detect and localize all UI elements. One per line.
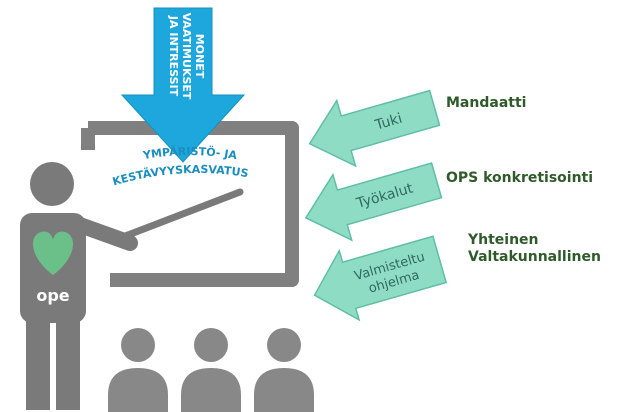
- side-arrow-tyokalut: Työkalut: [304, 162, 443, 242]
- student-2-head: [194, 328, 228, 362]
- top-arrow-line-1: MONET: [193, 34, 206, 79]
- title-yhteinen: Yhteinen: [468, 232, 539, 248]
- side-arrow-valmisteltu: Valmisteltu ohjelma: [313, 235, 448, 322]
- top-arrow-line-2: VAATIMUKSET: [180, 13, 193, 100]
- teacher-head: [30, 162, 74, 206]
- student-1-body: [108, 368, 168, 412]
- teacher-figure: ope: [20, 162, 138, 410]
- top-arrow-line-3: JA INTRESSIT: [167, 15, 180, 97]
- audience: [108, 328, 314, 412]
- student-1-head: [121, 328, 155, 362]
- title-ops-konkretisointi: OPS konkretisointi: [446, 170, 594, 186]
- student-3-body: [254, 368, 314, 412]
- board-text-line-1: YMPÄRISTÖ- JA: [141, 144, 238, 162]
- student-3-head: [267, 328, 301, 362]
- heart-icon: [32, 231, 74, 275]
- board-text-line-2: KESTÄVYYSKASVATUS: [111, 163, 250, 188]
- pointer-stick: [116, 188, 244, 242]
- side-arrow-tuki: Tuki: [308, 89, 441, 168]
- teacher-label: ope: [36, 286, 69, 305]
- side-arrow-tuki-text: Tuki: [372, 111, 404, 134]
- title-valtakunnallinen: Valtakunnallinen: [468, 249, 601, 265]
- student-2-body: [181, 368, 241, 412]
- title-yhteinen-valtakunnallinen: Yhteinen Valtakunnallinen: [468, 232, 601, 266]
- title-mandaatti: Mandaatti: [446, 95, 527, 111]
- top-down-arrow: MONET VAATIMUKSET JA INTRESSIT: [120, 7, 246, 163]
